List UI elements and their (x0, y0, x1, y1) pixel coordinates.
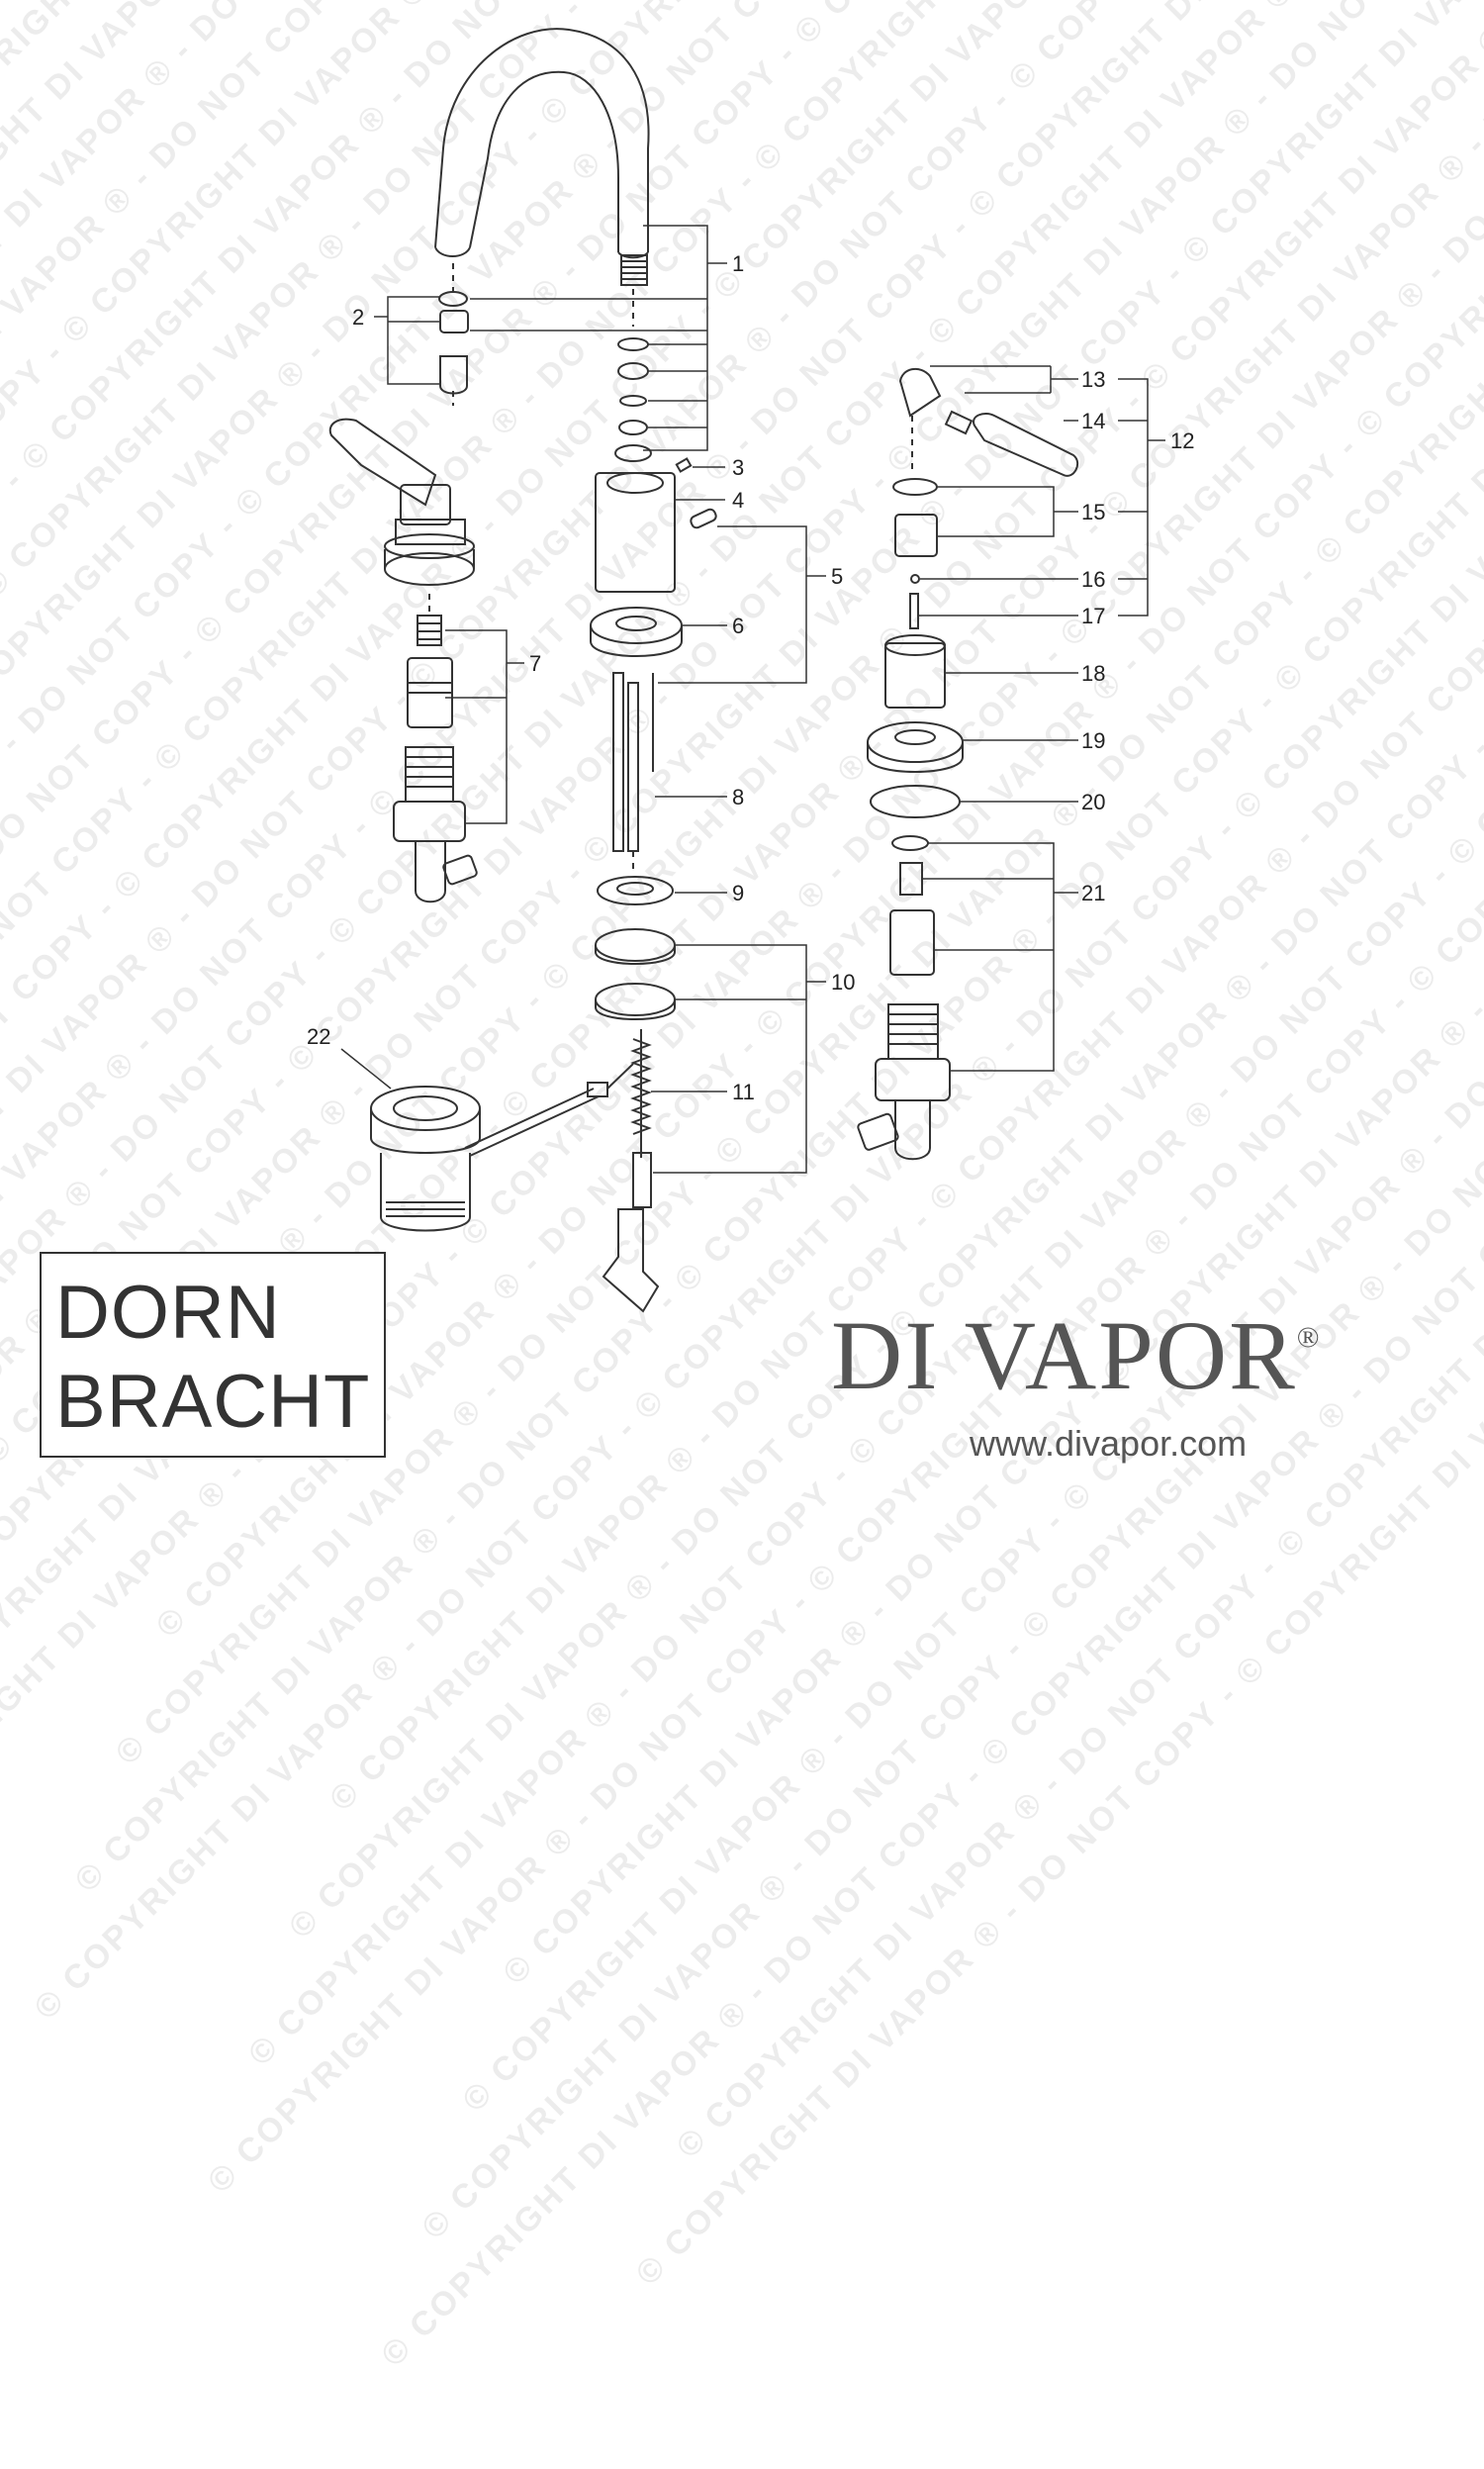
callout-8: 8 (732, 785, 744, 809)
aerator-washer (438, 291, 468, 307)
spout-part (434, 28, 650, 252)
callout-20: 20 (1081, 790, 1105, 814)
callout-13: 13 (1081, 367, 1105, 392)
callout-17: 17 (1081, 604, 1105, 628)
callout-10: 10 (831, 970, 855, 995)
callout-5: 5 (831, 564, 843, 589)
callout-7: 7 (529, 651, 541, 676)
right-valve-body (887, 1003, 939, 1060)
aerator-housing (439, 355, 468, 395)
left-valve-body (405, 746, 454, 803)
washer (597, 876, 674, 905)
callout-9: 9 (732, 881, 744, 905)
right-spindle-top (894, 514, 938, 557)
callout-4: 4 (732, 488, 744, 513)
ring-b (595, 983, 676, 1016)
callout-3: 3 (732, 455, 744, 480)
linkage (602, 1208, 660, 1313)
o-ring-e (614, 444, 652, 462)
spout-body (595, 472, 676, 593)
grub-screw (675, 457, 693, 473)
logo-line-1: DORN (55, 1271, 281, 1355)
right-lever (973, 413, 1079, 477)
spring (630, 1038, 652, 1135)
callout-1: 1 (732, 251, 744, 276)
o-ring-d (618, 420, 648, 435)
right-cartridge (889, 909, 935, 976)
right-ball (910, 574, 920, 584)
callout-11: 11 (732, 1080, 755, 1104)
rod-a (612, 672, 624, 852)
divapor-brand: DI VAPOR® (831, 1306, 1322, 1405)
callout-6: 6 (732, 614, 744, 638)
callout-labels: 1 2 3 4 5 6 7 8 9 10 11 12 13 14 15 16 1… (307, 251, 1194, 1104)
o-ring-a (617, 337, 649, 351)
callout-2: 2 (352, 305, 364, 330)
right-nut (892, 478, 938, 496)
o-ring-c (619, 395, 647, 407)
leader-lines (340, 225, 1165, 1174)
registered-mark: ® (1296, 1320, 1322, 1354)
o-ring-b (617, 362, 649, 380)
waste-body (380, 1153, 471, 1232)
ring-a (595, 928, 676, 962)
callout-19: 19 (1081, 728, 1105, 753)
right-o-ring (891, 835, 929, 851)
callout-16: 16 (1081, 567, 1105, 592)
aerator-insert (439, 310, 469, 333)
callout-14: 14 (1081, 409, 1105, 433)
dornbracht-logo: DORN BRACHT (40, 1252, 386, 1458)
right-cartridge-spindle (899, 862, 923, 896)
right-lever-hub (898, 367, 942, 418)
right-gasket (870, 785, 961, 818)
diagram-drawing: 1 2 3 4 5 6 7 8 9 10 11 12 13 14 15 16 1… (307, 28, 1194, 1313)
right-flange (867, 721, 964, 763)
callout-22: 22 (307, 1024, 330, 1049)
left-lever (328, 418, 437, 507)
callout-21: 21 (1081, 881, 1105, 905)
exploded-parts-diagram: © COPYRIGHT DI VAPOR ® - DO NOT COPY - ©… (0, 0, 1484, 2374)
website-url: www.divapor.com (970, 1423, 1248, 1464)
spout-thread (620, 254, 648, 286)
clevis (587, 1082, 608, 1097)
pin (690, 508, 717, 529)
right-sleeve (884, 642, 946, 709)
rod-b (627, 682, 639, 852)
right-stem (909, 593, 919, 629)
brand-name: DI VAPOR (831, 1300, 1297, 1410)
spring-rod (632, 1152, 652, 1208)
spout-flange (590, 607, 683, 644)
callout-12: 12 (1170, 428, 1194, 453)
right-screw (944, 410, 974, 435)
callout-18: 18 (1081, 661, 1105, 686)
logo-line-2: BRACHT (55, 1360, 371, 1444)
callout-15: 15 (1081, 500, 1105, 524)
waste-plug (370, 1086, 481, 1131)
